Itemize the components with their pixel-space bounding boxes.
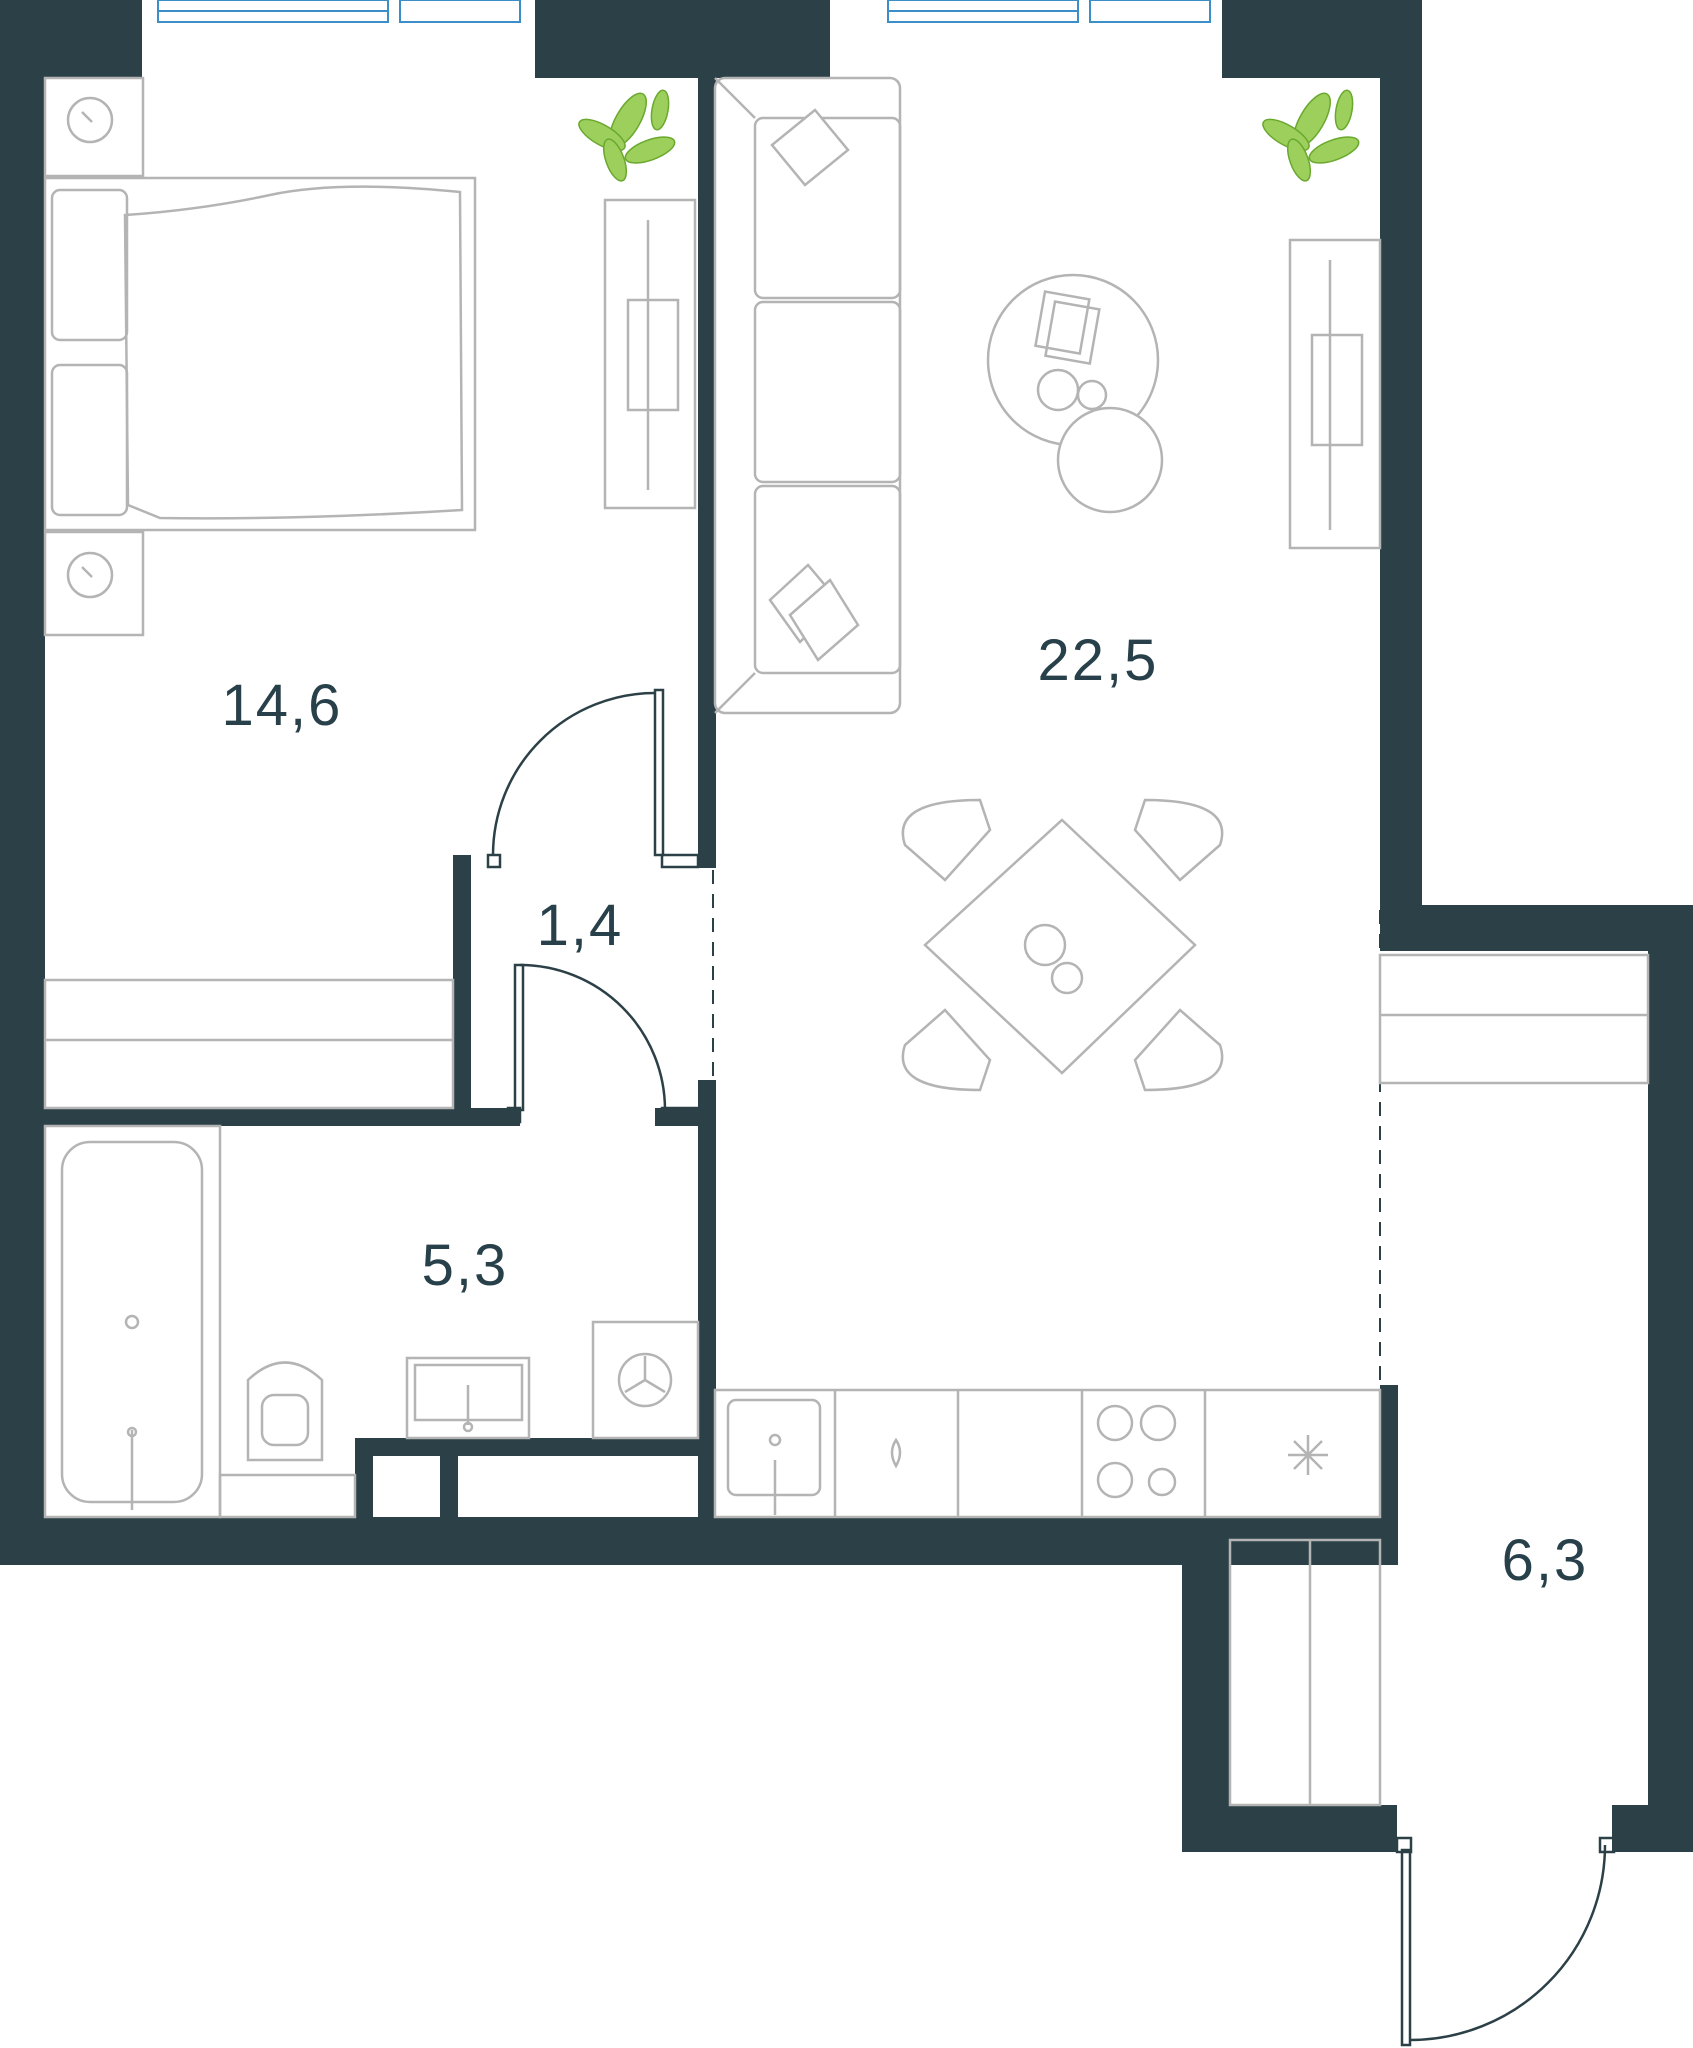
sofa	[713, 76, 902, 715]
kitchen-counter	[713, 1388, 1382, 1519]
tv-stand-living	[1288, 238, 1382, 550]
plant-bedroom-icon	[578, 89, 676, 182]
nightstand-bottom	[43, 530, 145, 637]
nightstand-top	[43, 76, 145, 178]
dining-set	[901, 798, 1224, 1092]
bathtub	[43, 1124, 222, 1519]
washing-machine	[591, 1320, 700, 1440]
windows	[157, 0, 1211, 23]
bed	[43, 176, 477, 532]
sink	[405, 1356, 531, 1440]
bathroom-area-label: 5,3	[422, 1233, 509, 1298]
balcony-wardrobe-bottom	[1228, 1538, 1382, 1807]
coffee-table	[986, 273, 1164, 514]
plant-living-icon	[1262, 89, 1360, 182]
living-kitchen-area-label: 22,5	[1038, 628, 1159, 693]
tv-stand-bedroom	[603, 198, 697, 510]
area-labels: 14,6 1,4 22,5 5,3 6,3	[222, 628, 1589, 1593]
walls	[0, 0, 1693, 1852]
wardrobe-bedroom	[43, 978, 455, 1110]
hallway-area-label: 1,4	[537, 893, 624, 958]
toilet	[218, 1361, 357, 1519]
balcony-area-label: 6,3	[1502, 1528, 1589, 1593]
bedroom-area-label: 14,6	[222, 673, 343, 738]
balcony-wardrobe-top	[1378, 953, 1650, 1085]
doors	[486, 688, 1616, 2047]
